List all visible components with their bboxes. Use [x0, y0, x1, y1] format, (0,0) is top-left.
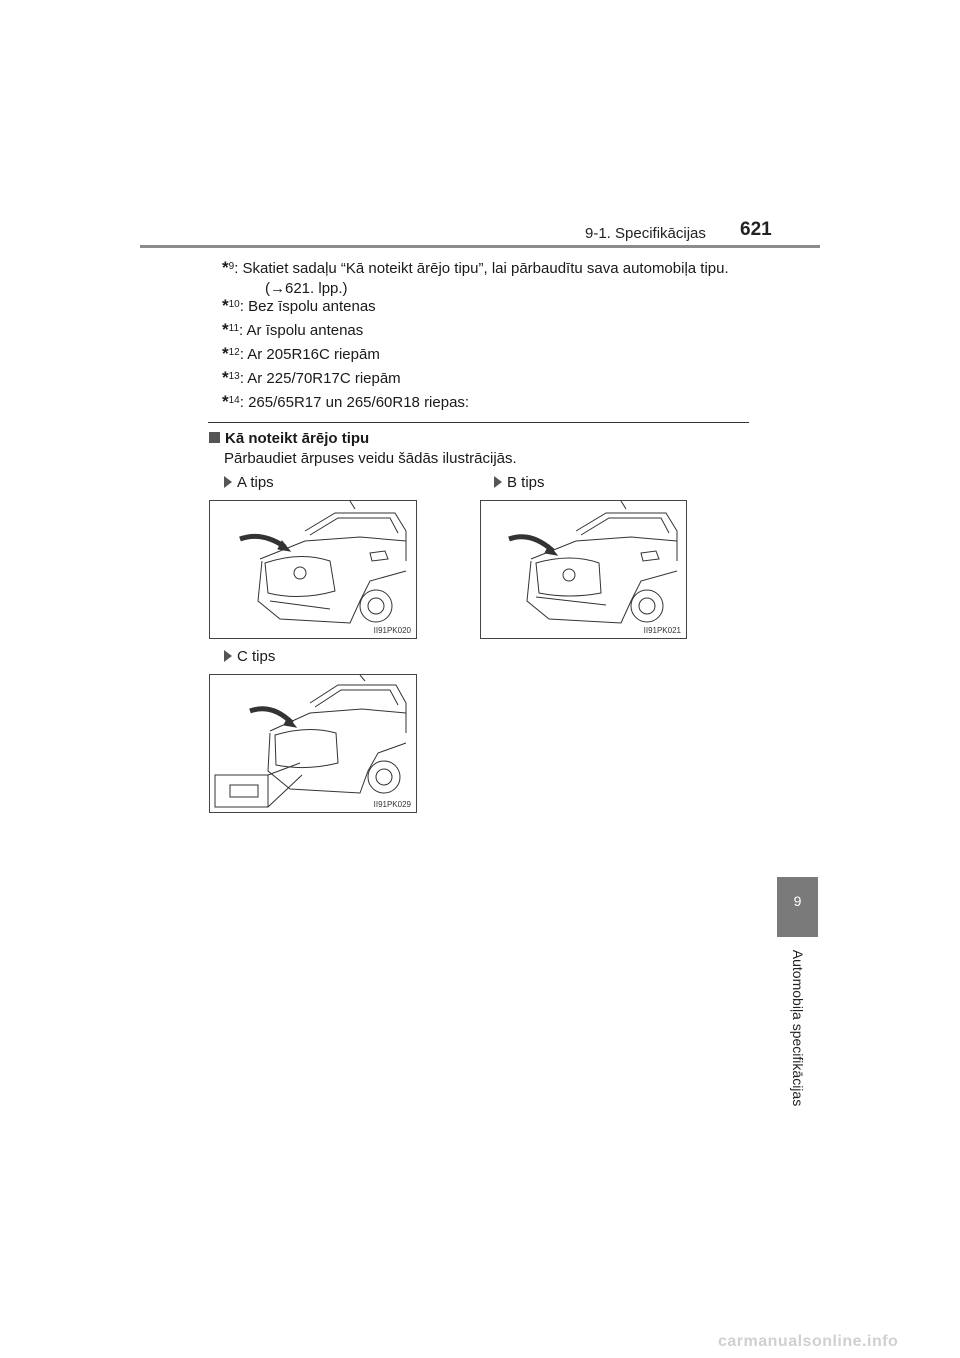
- figure-type-a: II91PK020: [209, 500, 417, 639]
- footnote-number: 13: [228, 371, 240, 382]
- type-label-text: C tips: [237, 648, 276, 665]
- footnote-marker: *: [222, 344, 229, 363]
- chapter-number: 9: [793, 893, 802, 909]
- footnote-9: *9: Skatiet sadaļu “Kā noteikt ārējo tip…: [222, 258, 729, 279]
- truck-illustration: [508, 501, 678, 624]
- footnote-11: *11: Ar īspolu antenas: [222, 320, 363, 341]
- footnote-marker: *: [222, 296, 229, 315]
- footnote-text: : Bez īspolu antenas: [239, 298, 376, 315]
- chapter-title: Automobiļa specifikācijas: [790, 949, 806, 1107]
- triangle-bullet-icon: [224, 650, 232, 662]
- figure-type-b: II91PK021: [480, 500, 687, 639]
- footnote-number: 11: [228, 323, 240, 334]
- figure-code: II91PK029: [373, 800, 411, 809]
- footnote-text: : Ar īspolu antenas: [239, 322, 364, 339]
- type-c-label: C tips: [224, 648, 275, 665]
- footnote-14: *14: 265/65R17 un 265/60R18 riepas:: [222, 392, 469, 413]
- footnote-marker: *: [222, 258, 229, 277]
- type-label-text: A tips: [237, 474, 274, 491]
- square-bullet-icon: [209, 432, 220, 443]
- footnote-marker: *: [222, 368, 229, 387]
- subsection-heading: Kā noteikt ārējo tipu: [209, 430, 369, 447]
- triangle-bullet-icon: [224, 476, 232, 488]
- watermark: carmanualsonline.info: [718, 1333, 899, 1350]
- truck-illustration: [214, 675, 407, 808]
- footnote-text: : Ar 225/70R17C riepām: [239, 370, 401, 387]
- figure-code: II91PK021: [643, 626, 681, 635]
- subsection-heading-text: Kā noteikt ārējo tipu: [225, 430, 370, 447]
- footnote-number: 9: [228, 261, 235, 272]
- subsection-body: Pārbaudiet ārpuses veidu šādās ilustrāci…: [224, 450, 517, 467]
- footnote-text: : 265/65R17 un 265/60R18 riepas:: [239, 394, 470, 411]
- footnote-marker: *: [222, 320, 229, 339]
- footnote-9-continuation: (→621. lpp.): [265, 280, 348, 297]
- type-b-label: B tips: [494, 474, 545, 491]
- section-divider: [208, 422, 749, 423]
- header-divider: [140, 245, 820, 248]
- figure-code: II91PK020: [373, 626, 411, 635]
- type-label-text: B tips: [507, 474, 545, 491]
- type-a-label: A tips: [224, 474, 274, 491]
- footnote-13: *13: Ar 225/70R17C riepām: [222, 368, 401, 389]
- footnote-number: 14: [228, 395, 240, 406]
- footnote-text: : Skatiet sadaļu “Kā noteikt ārējo tipu”…: [234, 260, 729, 277]
- footnote-number: 10: [228, 299, 240, 310]
- page-number: 621: [740, 219, 772, 240]
- chapter-tab: [777, 877, 818, 937]
- truck-illustration: [239, 501, 407, 624]
- footnote-number: 12: [228, 347, 240, 358]
- footnote-marker: *: [222, 392, 229, 411]
- footnote-12: *12: Ar 205R16C riepām: [222, 344, 380, 365]
- figure-type-c: II91PK029: [209, 674, 417, 813]
- triangle-bullet-icon: [494, 476, 502, 488]
- footnote-text: : Ar 205R16C riepām: [239, 346, 380, 363]
- footnote-10: *10: Bez īspolu antenas: [222, 296, 376, 317]
- section-title: 9-1. Specifikācijas: [585, 225, 706, 242]
